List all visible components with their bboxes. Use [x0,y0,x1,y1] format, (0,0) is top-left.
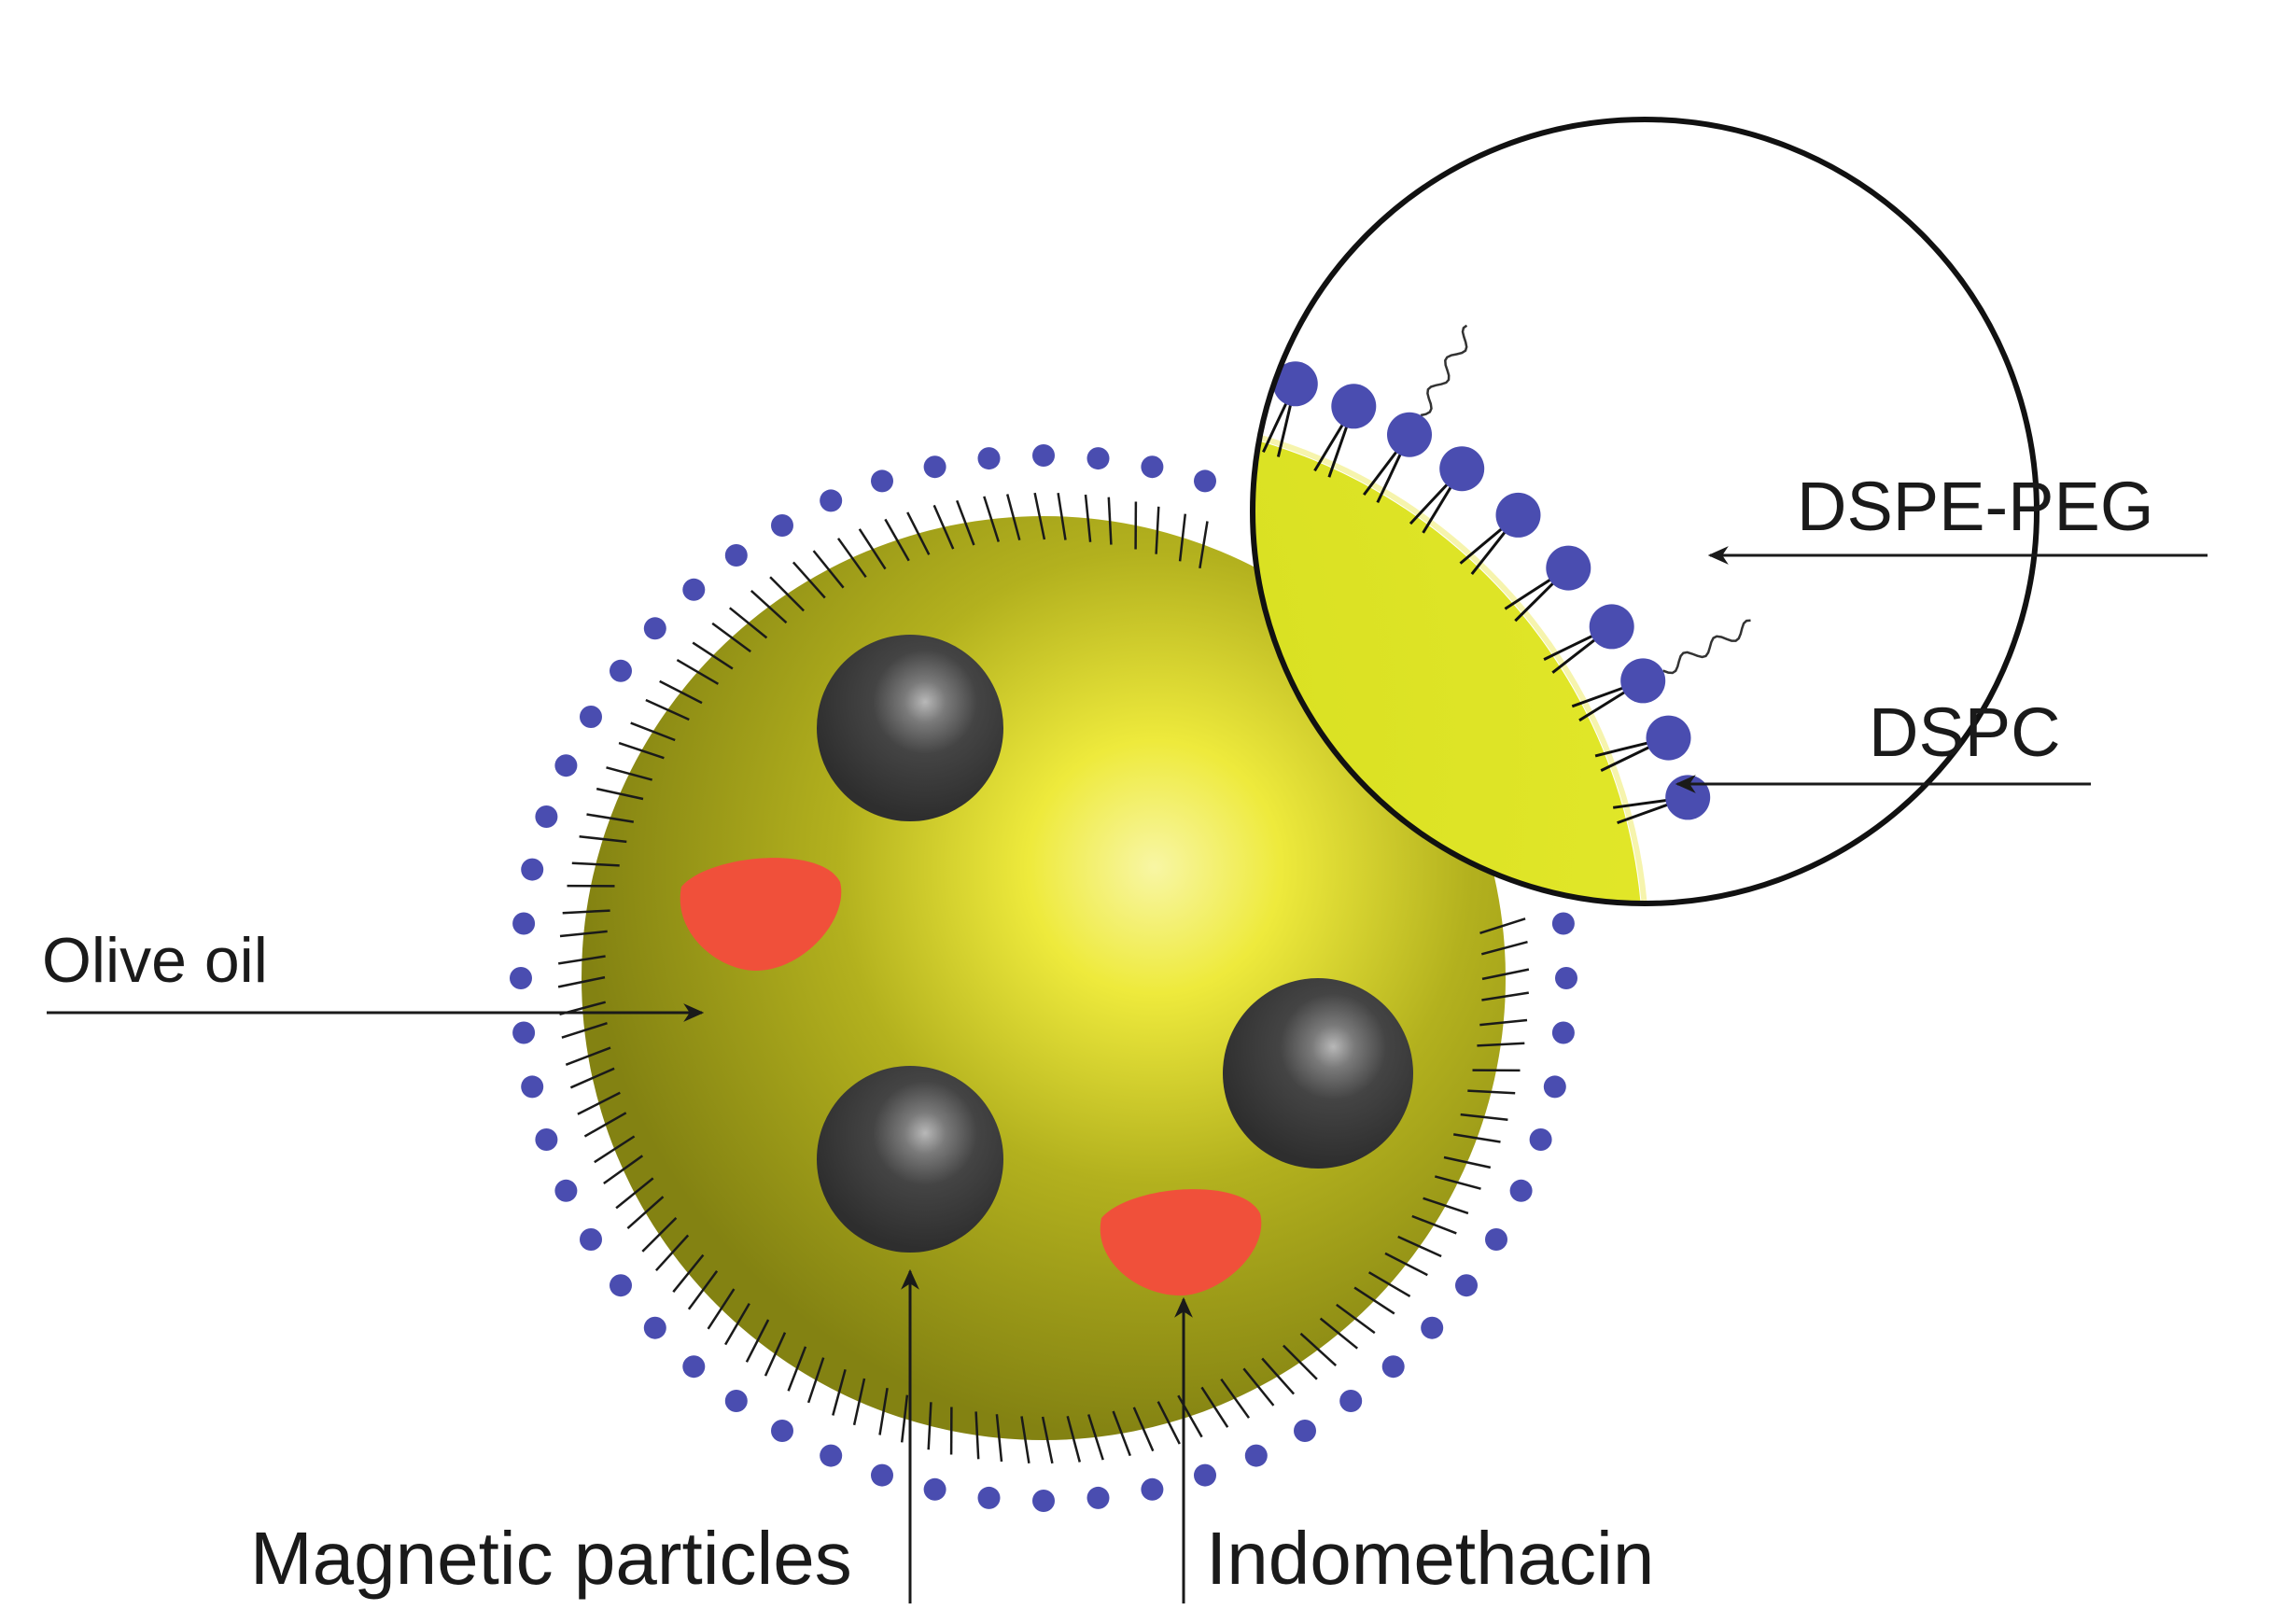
lipid-head [820,489,842,511]
dspc-head [1496,493,1541,538]
lipid-head [682,1355,705,1378]
dspc-label: DSPC [1869,693,2061,771]
peg-chain [1183,236,1202,337]
lipid-head [1552,1022,1575,1044]
lipid-head [1087,447,1110,469]
magnetic-particle [1223,978,1413,1169]
lipid-head [535,1128,557,1151]
lipid-head [771,514,793,537]
indomethacin-label: Indomethacin [1206,1517,1654,1600]
lipid-head [1421,1317,1443,1339]
dspe-peg-head [1387,413,1432,457]
inset-lipid-tail [1226,368,1235,442]
lipid-head [512,913,535,935]
dspe-peg-label: DSPE-PEG [1797,468,2153,545]
dspc-head [1546,546,1591,591]
dspe-peg-head [1620,658,1665,703]
lipid-head [1294,1420,1316,1442]
inset-lipid-tail [1120,355,1132,429]
lipid-head [978,1487,1001,1509]
lipid-head [1382,1355,1405,1378]
lipid-head [521,1075,543,1098]
lipid-head [1194,469,1216,492]
lipid-head [1455,1274,1478,1296]
lipid-head [978,447,1001,469]
lipid-head [644,617,666,639]
lipid-head [510,967,532,989]
dspc-head [1213,345,1257,390]
lipid-head [725,1390,748,1412]
dspc-head [1590,604,1634,649]
lipid-head [1510,1180,1533,1202]
lipid-head [610,1274,632,1296]
lipid-head [1032,1490,1055,1512]
lipid-head [554,1180,577,1202]
dspc-head [1439,446,1484,491]
dspc-head [1647,716,1691,761]
lipid-head [1339,1390,1362,1412]
magnetic-particle [817,1066,1003,1253]
lipid-head [1530,1128,1552,1151]
magnetic-particle [817,635,1003,821]
lipid-head [1485,1228,1507,1251]
lipid-head [1555,967,1577,989]
dspc-head [1665,775,1710,819]
lipid-head [820,1445,842,1467]
lipid-head [1552,913,1575,935]
lipid-head [644,1317,666,1339]
lipid-head [521,859,543,881]
lipid-head [554,754,577,777]
lipid-head [871,1464,893,1487]
dspc-head [1109,332,1154,377]
dspe-peg-head [1161,337,1206,382]
lipid-head [924,455,946,478]
lipid-head [1141,1478,1163,1501]
lipid-head [771,1420,793,1442]
lipid-head [580,706,602,728]
inset-lipid-tail [1181,359,1184,434]
lipid-head [1087,1487,1110,1509]
lipid-head [512,1022,535,1044]
lipid-head [682,579,705,601]
lipid-head [725,544,748,567]
lipid-head [580,1228,602,1251]
lipid-head [610,660,632,682]
lipid-head [924,1478,946,1501]
lipid-head [1544,1075,1566,1098]
lipid-head [1245,1445,1268,1467]
magnetic-particles-label: Magnetic particles [250,1517,852,1600]
dspc-head [1331,384,1376,428]
lipid-head [871,469,893,492]
lipid-head [535,805,557,828]
olive-oil-label: Olive oil [42,925,268,996]
inset-lipid-tail [1131,355,1135,429]
lipid-head [1032,444,1055,467]
lipid-head [1141,455,1163,478]
inset-lipid-tail [1165,359,1184,432]
inset-lipid-tail [1211,368,1236,439]
lipid-head [1194,1464,1216,1487]
